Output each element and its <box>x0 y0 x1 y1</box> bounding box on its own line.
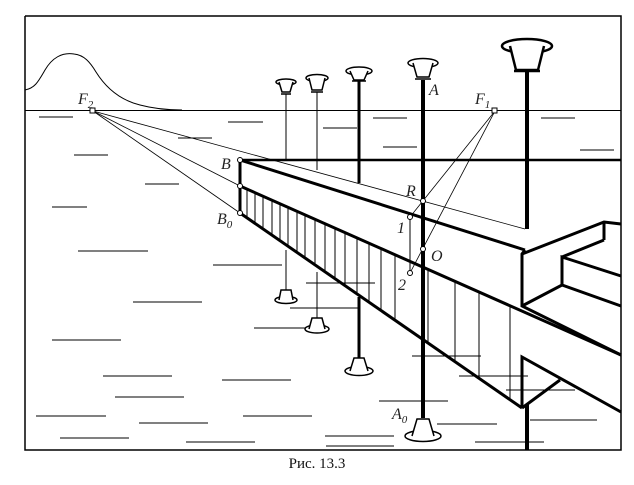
label-f1: F1 <box>474 91 490 111</box>
lamp-2 <box>305 73 329 93</box>
lamp-reflections <box>274 289 442 443</box>
label-1: 1 <box>397 220 405 237</box>
point-f1 <box>491 107 498 114</box>
label-a: A <box>428 82 439 99</box>
lamp-1 <box>275 78 297 95</box>
label-b0: B0 <box>217 211 233 231</box>
pier-structure <box>238 158 622 414</box>
railing-balusters <box>246 190 511 400</box>
point-f2 <box>89 107 96 114</box>
lamp-3 <box>345 66 373 82</box>
water-strokes <box>36 116 614 447</box>
label-2: 2 <box>398 277 406 294</box>
label-f2: F2 <box>77 91 94 111</box>
label-b: B <box>221 156 231 173</box>
lamp-5 <box>500 37 554 73</box>
label-r: R <box>405 183 416 200</box>
label-o: O <box>431 248 443 265</box>
frame <box>24 15 622 451</box>
hill-silhouette <box>24 53 183 111</box>
point-b0 <box>237 210 243 216</box>
label-a0: A0 <box>391 406 408 426</box>
figure-caption: Рис. 13.3 <box>288 456 346 472</box>
point-r <box>420 198 426 204</box>
point-2 <box>407 270 413 276</box>
point-b-rail <box>237 183 243 189</box>
point-1 <box>407 214 413 220</box>
construction-lines-f2 <box>92 110 526 230</box>
point-o <box>420 246 426 252</box>
lamp-heads <box>275 37 554 95</box>
point-labels: F2 F1 A A0 B B0 R 1 O 2 <box>77 82 490 426</box>
construction-points <box>89 107 498 276</box>
lamp-4 <box>407 57 439 80</box>
point-b <box>237 157 243 163</box>
